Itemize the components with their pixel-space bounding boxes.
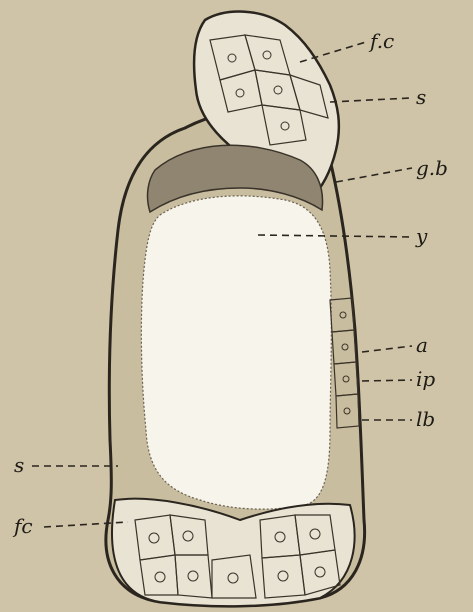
specimen-drawing [106, 12, 365, 607]
leader-gb [336, 168, 412, 182]
label-fc-bottom: fc [12, 514, 33, 538]
label-gb: g.b [416, 156, 448, 180]
label-ip: ip [416, 367, 435, 391]
leader-ip [362, 380, 412, 381]
label-fc-top: f.c [368, 29, 394, 53]
label-a: a [416, 333, 428, 357]
yolk-chamber [141, 196, 331, 509]
leader-s-top [330, 98, 410, 102]
label-s-top: s [416, 85, 426, 109]
label-s-bottom: s [14, 453, 24, 477]
label-lb: lb [416, 407, 435, 431]
label-y: y [415, 224, 428, 248]
leader-a [362, 346, 412, 352]
